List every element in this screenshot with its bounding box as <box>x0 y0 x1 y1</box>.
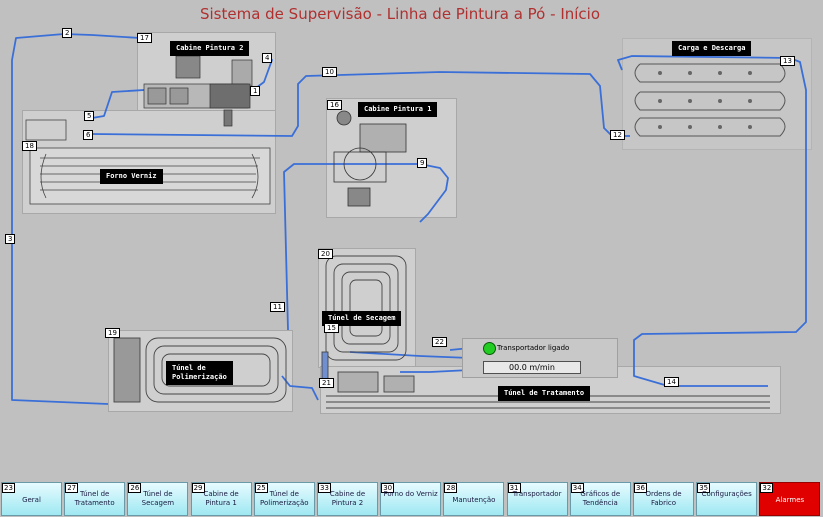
nav-button-label: Manutenção <box>452 496 496 504</box>
nav-button-label: Túnel de Tratamento <box>74 490 115 507</box>
marker-18[interactable]: 18 <box>22 141 37 151</box>
marker-17[interactable]: 17 <box>137 33 152 43</box>
label-tunel-tratamento: Túnel de Tratamento <box>498 386 591 401</box>
nav-button-number: 26 <box>128 483 142 493</box>
nav-button-label: Cabine de Pintura 1 <box>203 490 239 507</box>
cabine2-equipment <box>143 55 253 127</box>
nav-button-label: Ordens de Fabrico <box>645 490 682 507</box>
marker-20[interactable]: 20 <box>318 249 333 259</box>
label-cabine-pintura-2: Cabine Pintura 2 <box>170 41 250 56</box>
label-carga-descarga: Carga e Descarga <box>672 41 752 56</box>
carga-descarga-hooks <box>658 71 752 129</box>
label-forno-verniz: Forno Verniz <box>100 169 163 184</box>
nav-button-label: Túnel de Polimerização <box>260 490 309 507</box>
label-cabine-pintura-1: Cabine Pintura 1 <box>358 102 438 117</box>
transporter-status-led <box>483 342 496 355</box>
nav-button-number: 33 <box>318 483 331 493</box>
tunel-secagem-tracks <box>325 255 407 361</box>
transporter-speed-display: 00.0 m/min <box>483 361 581 374</box>
marker-12[interactable]: 12 <box>610 130 625 140</box>
tunel-polimerizacao-tracks <box>113 337 287 403</box>
marker-10[interactable]: 10 <box>322 67 337 77</box>
marker-14[interactable]: 14 <box>664 377 679 387</box>
marker-16[interactable]: 16 <box>327 100 342 110</box>
nav-button-number: 34 <box>570 483 584 493</box>
page-title: Sistema de Supervisão - Linha de Pintura… <box>199 5 601 23</box>
marker-2[interactable]: 2 <box>62 28 73 38</box>
label-tunel-polimerizacao: Túnel de Polimerização <box>166 361 233 385</box>
nav-button-label: Geral <box>22 496 41 504</box>
nav-button-number: 25 <box>254 483 268 493</box>
marker-6[interactable]: 6 <box>83 130 94 140</box>
label-tunel-secagem: Túnel de Secagem <box>322 311 402 326</box>
nav-button-number: 35 <box>697 483 711 493</box>
marker-4[interactable]: 4 <box>262 53 273 63</box>
marker-5[interactable]: 5 <box>84 111 95 121</box>
plant-layout <box>11 33 807 409</box>
marker-21[interactable]: 21 <box>319 378 334 388</box>
marker-1[interactable]: 1 <box>250 86 261 96</box>
marker-11[interactable]: 11 <box>270 302 285 312</box>
nav-button-label: Túnel de Secagem <box>141 490 175 507</box>
forno-verniz-tracks <box>25 119 271 205</box>
nav-button-number: 31 <box>507 483 521 493</box>
marker-9[interactable]: 9 <box>417 158 428 168</box>
marker-3[interactable]: 3 <box>5 234 16 244</box>
marker-22[interactable]: 22 <box>432 337 447 347</box>
nav-button-label: Gráficos de Tendência <box>580 490 621 507</box>
conveyor-line <box>11 33 807 405</box>
marker-15[interactable]: 15 <box>324 323 339 333</box>
transporter-status-text: Transportador ligado <box>497 344 570 352</box>
marker-13[interactable]: 13 <box>780 56 795 66</box>
nav-button-number: 30 <box>381 483 395 493</box>
marker-19[interactable]: 19 <box>105 328 120 338</box>
nav-button-label: Transportador <box>512 490 562 498</box>
cabine1-equipment <box>333 110 407 207</box>
nav-button-number: 29 <box>191 483 205 493</box>
nav-button-number: 27 <box>65 483 79 493</box>
nav-button-label: Alarmes <box>775 496 805 504</box>
nav-button-number: 32 <box>760 483 774 493</box>
nav-button-label: Forno do Verniz <box>383 490 438 498</box>
nav-button-number: 28 <box>444 483 458 493</box>
nav-button-label: Cabine de Pintura 2 <box>329 490 366 507</box>
nav-button-number: 23 <box>2 483 15 493</box>
nav-button-label: Configurações <box>701 490 752 498</box>
nav-button-number: 36 <box>634 483 647 493</box>
carga-descarga-tracks <box>634 63 786 137</box>
